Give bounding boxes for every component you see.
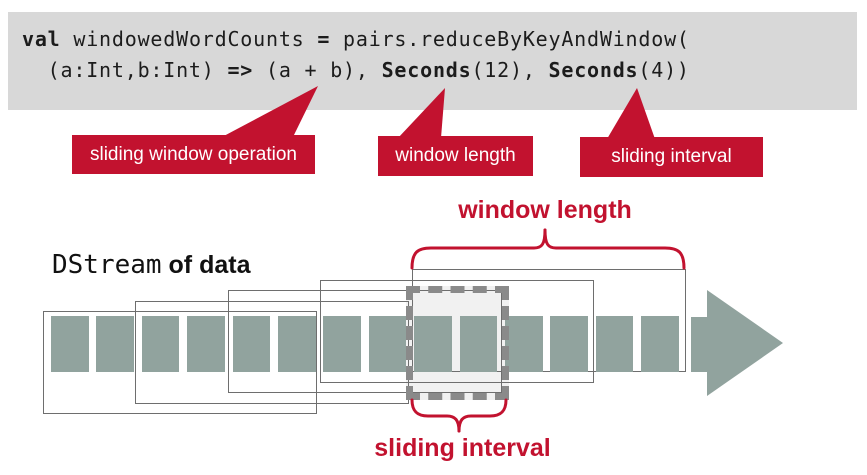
code-line2-arg1: (12), [471,58,549,82]
code-keyword-seconds-2: Seconds [548,58,639,82]
code-keyword-seconds-1: Seconds [381,58,472,82]
stream-block-1 [51,316,89,372]
code-line2-arg2: (4)) [638,58,690,82]
callout-window-length: window length [378,136,533,176]
stream-block-14 [641,316,679,372]
callout-sliding-interval-label: sliding interval [611,146,732,167]
stream-block-10 [459,316,498,372]
code-keyword-val: val [22,27,61,51]
code-text: val windowedWordCounts = pairs.reduceByK… [8,12,857,86]
stream-block-9 [414,316,452,372]
current-window-dashed-box [406,286,509,400]
stream-block-6 [278,316,316,372]
code-line2-body: (a + b), [253,58,382,82]
dstream-of-data-label: DStream of data [52,250,250,280]
stream-block-12 [550,316,588,372]
window-outline-4 [319,279,594,383]
code-line2-params: (a:Int,b:Int) [22,58,228,82]
stream-block-4 [187,316,225,372]
window-length-brace [410,228,686,270]
window-outline-1 [43,311,317,414]
dstream-label-rest: of data [161,251,251,279]
code-line1-call: pairs.reduceByKeyAndWindow( [330,27,690,51]
stream-block-8 [368,316,407,372]
sliding-interval-brace [410,398,508,433]
stream-direction-arrow-icon [691,290,783,396]
code-block: val windowedWordCounts = pairs.reduceByK… [8,12,857,110]
stream-block-7 [323,316,361,372]
stream-block-11 [505,316,543,372]
callout-sliding-window-operation-label: sliding window operation [89,143,297,165]
stream-block-13 [595,316,634,372]
window-outline-3 [227,290,502,393]
stream-block-2 [96,316,134,372]
code-equals: = [317,27,331,51]
callout-sliding-window-operation: sliding window operation [72,135,315,174]
code-line1-var: windowedWordCounts [60,27,318,51]
stream-block-3 [141,316,180,372]
stream-block-5 [232,316,271,372]
sliding-interval-annotation: sliding interval [374,434,551,462]
window-length-annotation: window length [458,196,632,224]
callout-window-length-label: window length [395,145,516,166]
callout-sliding-interval: sliding interval [580,137,763,177]
dstream-label-mono: DStream [52,250,162,280]
code-arrow-operator: => [227,58,254,82]
